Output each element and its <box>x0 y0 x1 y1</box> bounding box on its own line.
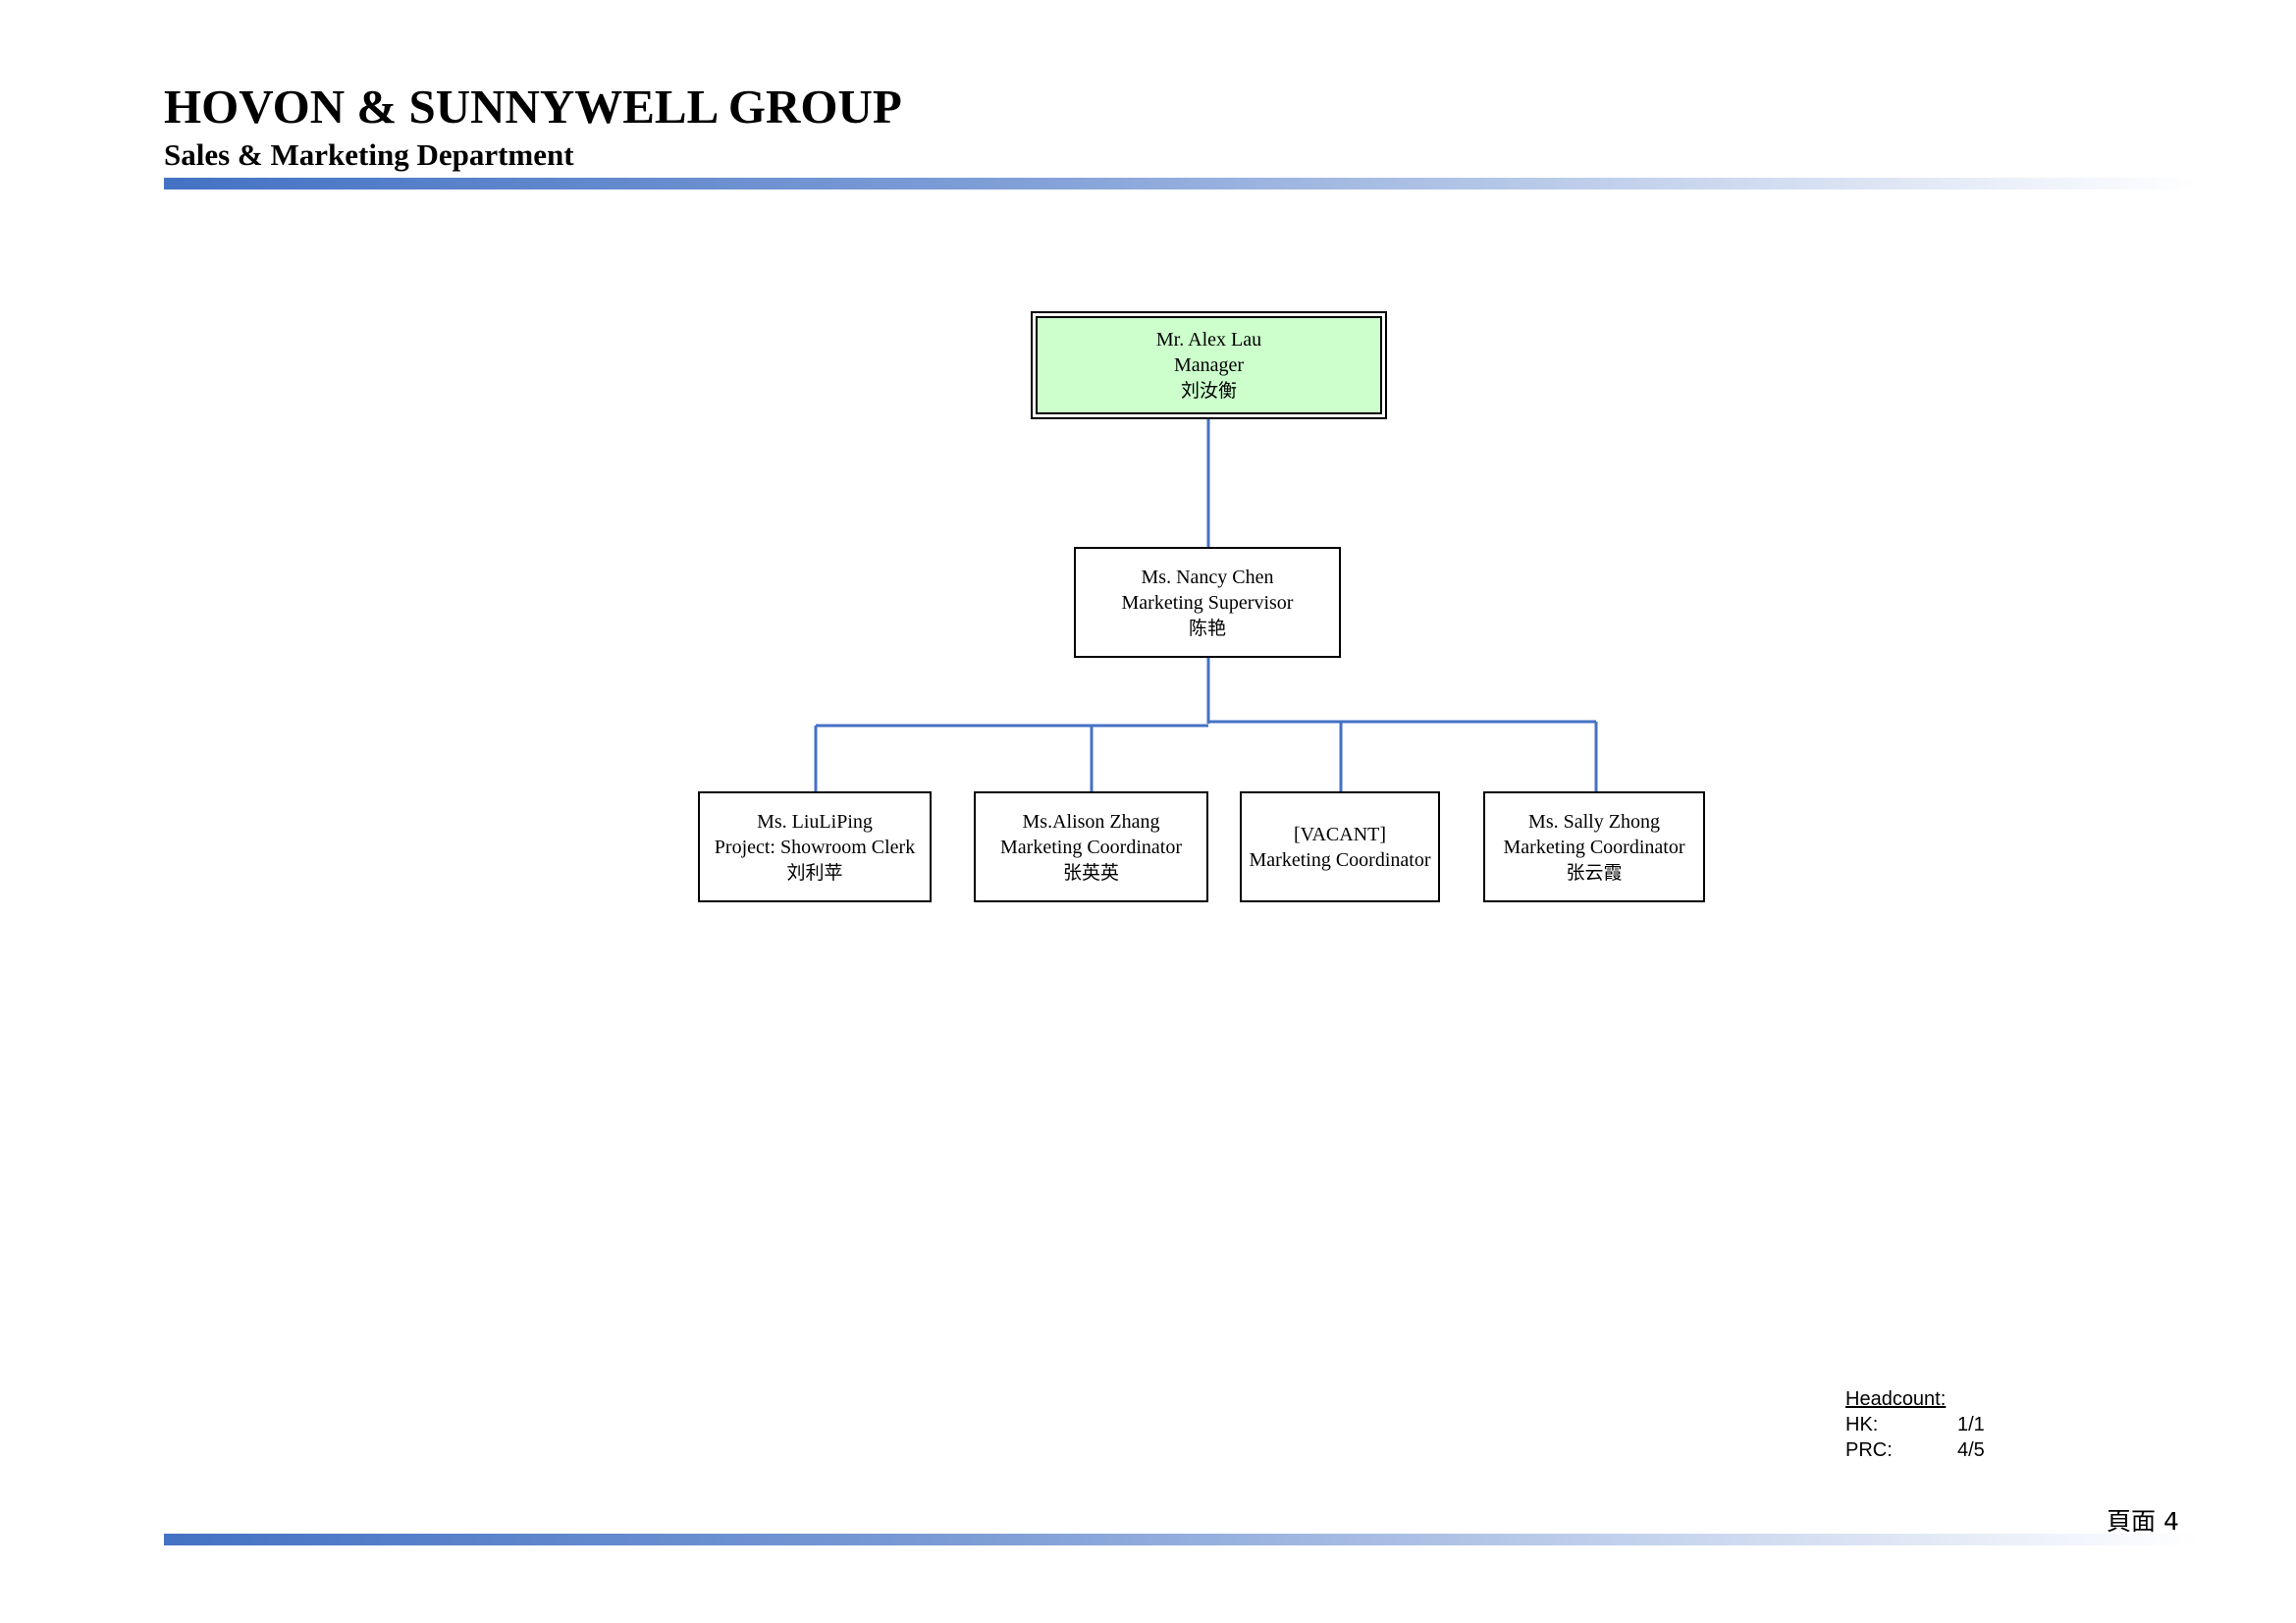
header-gradient-bar <box>164 178 2199 189</box>
node-title: Marketing Coordinator <box>1249 848 1431 871</box>
node-name: [VACANT] <box>1293 823 1387 845</box>
footer-gradient-bar <box>164 1534 2199 1545</box>
node-name: Ms. LiuLiPing <box>757 810 873 833</box>
headcount-label: HK: <box>1845 1414 1879 1435</box>
node-chinese-name: 刘汝衡 <box>1180 380 1237 402</box>
org-node-supervisor: Ms. Nancy Chen Marketing Supervisor 陈艳 <box>1074 547 1341 658</box>
node-name: Ms. Nancy Chen <box>1141 566 1274 588</box>
headcount-row-prc: PRC: 4/5 <box>1845 1437 1985 1463</box>
company-title: HOVON & SUNNYWELL GROUP <box>164 80 902 134</box>
headcount-value: 1/1 <box>1957 1414 1985 1435</box>
org-node-staff-4: Ms. Sally Zhong Marketing Coordinator 张云… <box>1483 791 1705 902</box>
org-node-staff-1: Ms. LiuLiPing Project: Showroom Clerk 刘利… <box>698 791 932 902</box>
org-node-manager: Mr. Alex Lau Manager 刘汝衡 <box>1031 311 1387 419</box>
node-chinese-name: 陈艳 <box>1188 617 1226 639</box>
page-number: 頁面 4 <box>2107 1507 2179 1536</box>
node-chinese-name: 张英英 <box>1062 861 1119 884</box>
headcount-value: 4/5 <box>1957 1439 1985 1461</box>
headcount-title: Headcount: <box>1845 1388 1947 1410</box>
node-chinese-name: 刘利苹 <box>786 861 843 884</box>
org-node-staff-3: [VACANT] Marketing Coordinator <box>1240 791 1440 902</box>
node-title: Manager <box>1173 354 1245 376</box>
headcount-row-hk: HK: 1/1 <box>1845 1412 1985 1437</box>
org-node-staff-2: Ms.Alison Zhang Marketing Coordinator 张英… <box>974 791 1208 902</box>
node-title: Marketing Coordinator <box>1503 836 1685 858</box>
headcount-label: PRC: <box>1845 1439 1893 1461</box>
node-name: Ms. Sally Zhong <box>1528 810 1660 833</box>
node-name: Mr. Alex Lau <box>1155 329 1262 351</box>
headcount-summary: Headcount: HK: 1/1 PRC: 4/5 <box>1845 1386 1985 1463</box>
node-chinese-name: 张云霞 <box>1566 861 1623 884</box>
department-subtitle: Sales & Marketing Department <box>164 137 574 172</box>
node-title: Project: Showroom Clerk <box>714 836 916 858</box>
node-title: Marketing Coordinator <box>1000 836 1182 858</box>
node-name: Ms.Alison Zhang <box>1022 810 1160 833</box>
node-title: Marketing Supervisor <box>1121 591 1294 614</box>
